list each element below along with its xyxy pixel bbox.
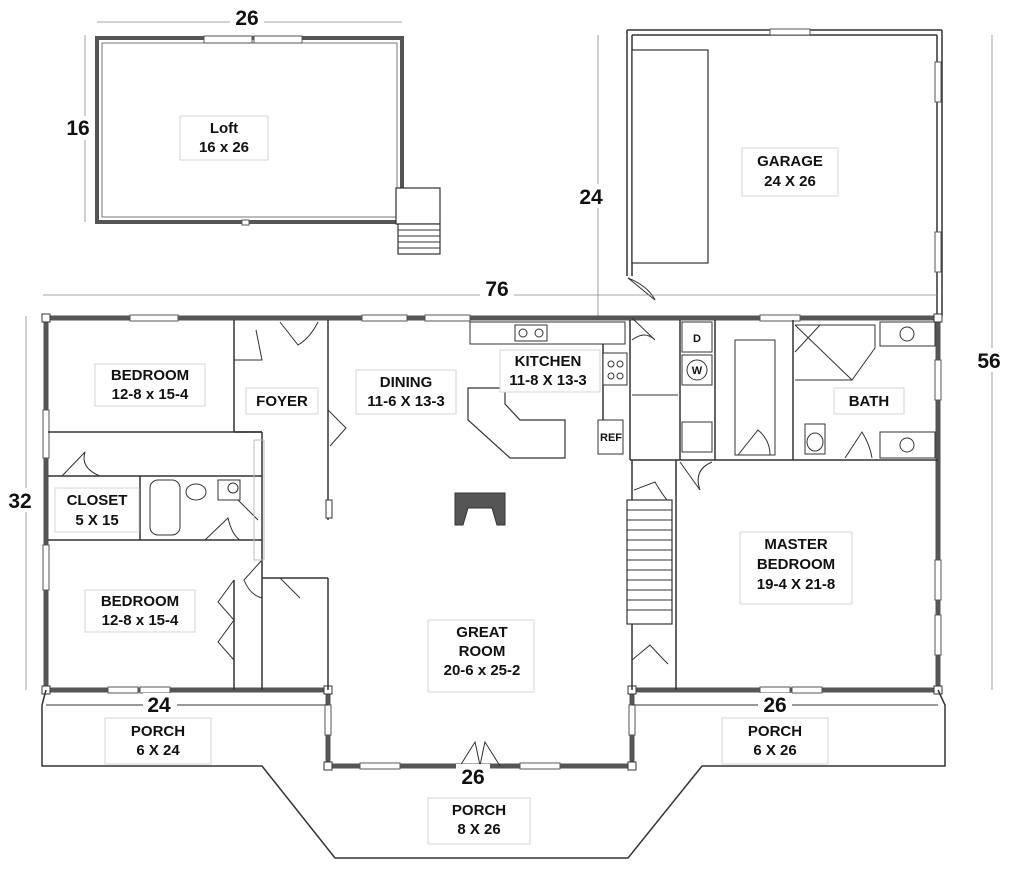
great-room-name2: ROOM — [459, 643, 506, 660]
bedroom2-size: 12-8 x 15-4 — [102, 612, 179, 629]
closet-name: CLOSET — [67, 492, 128, 509]
center-width-dim: 26 — [461, 766, 484, 789]
ref-label: REF — [600, 432, 622, 444]
left-depth-dim: 32 — [8, 490, 31, 513]
porch-front-size: 8 X 26 — [457, 821, 500, 838]
dryer-label: D — [693, 333, 701, 345]
porch-right-size: 6 X 26 — [753, 742, 796, 759]
washer-label: W — [692, 365, 703, 377]
foyer-name: FOYER — [256, 393, 308, 410]
kitchen-name: KITCHEN — [515, 353, 582, 370]
bedroom1-name: BEDROOM — [111, 367, 189, 384]
dining-name: DINING — [380, 374, 433, 391]
bedroom2-name: BEDROOM — [101, 593, 179, 610]
garage-size: 24 X 26 — [764, 173, 816, 190]
closet-size: 5 X 15 — [75, 512, 118, 529]
exterior-walls — [41, 313, 943, 771]
master-name1: MASTER — [764, 536, 828, 553]
interior-walls — [48, 317, 938, 767]
bath-name: BATH — [849, 393, 890, 410]
garage-plan — [597, 28, 943, 316]
left-wing-width-dim: 24 — [147, 694, 171, 717]
loft-depth-dim: 16 — [66, 117, 89, 140]
kitchen-size: 11-8 X 13-3 — [509, 372, 587, 389]
porch-left-size: 6 X 24 — [136, 742, 180, 759]
great-room-size: 20-6 x 25-2 — [444, 662, 521, 679]
master-size: 19-4 X 21-8 — [757, 576, 835, 593]
room-labels: Loft 16 x 26 GARAGE 24 X 26 BEDROOM 12-8… — [54, 115, 905, 845]
porch-front-name: PORCH — [452, 802, 506, 819]
overall-depth-dim: 56 — [977, 350, 1000, 373]
master-name2: BEDROOM — [757, 556, 835, 573]
loft-size: 16 x 26 — [199, 139, 249, 156]
loft-width-dim: 26 — [235, 7, 258, 30]
loft-name: Loft — [210, 120, 238, 137]
great-room-name1: GREAT — [456, 624, 507, 641]
overall-width-dim: 76 — [485, 278, 508, 301]
dimension-labels: 26 16 24 76 56 32 24 26 26 — [4, 6, 1006, 789]
porch-right-name: PORCH — [748, 723, 802, 740]
garage-depth-dim: 24 — [579, 186, 603, 209]
loft-plan — [84, 21, 441, 255]
bedroom1-size: 12-8 x 15-4 — [112, 386, 189, 403]
dining-size: 11-6 X 13-3 — [367, 393, 445, 410]
garage-name: GARAGE — [757, 153, 823, 170]
porch-left-name: PORCH — [131, 723, 185, 740]
right-wing-width-dim: 26 — [763, 694, 786, 717]
